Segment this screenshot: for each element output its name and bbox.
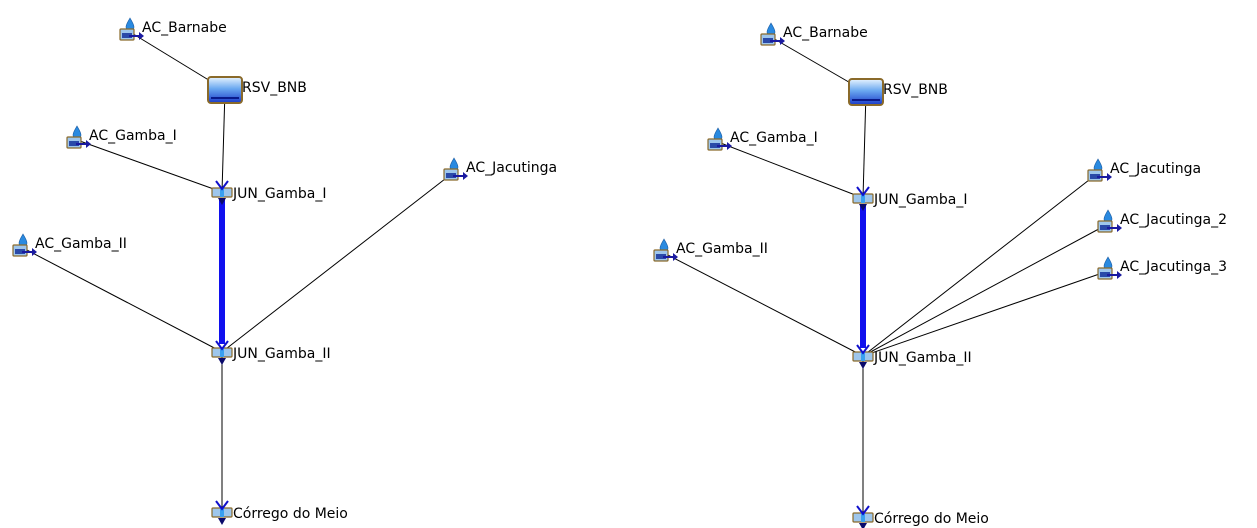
subbasin-icon	[12, 233, 37, 257]
node-label: AC_Jacutinga	[1110, 161, 1201, 177]
subbasin-icon	[66, 125, 91, 149]
connector-ac-gamba-ii-to-jun-gamba-ii[interactable]	[22, 247, 223, 353]
subbasin-icon	[653, 238, 678, 262]
junction-icon	[211, 500, 233, 525]
subbasin-icon	[1097, 209, 1122, 233]
node-label: JUN_Gamba_II	[232, 346, 331, 362]
node-rsv-bnb[interactable]: RSV_BNB	[207, 76, 307, 104]
subbasin-icon	[443, 157, 468, 181]
node-ac-jacutinga[interactable]: AC_Jacutinga	[443, 157, 557, 181]
node-rsv-bnb[interactable]: RSV_BNB	[848, 78, 948, 106]
subbasin-icon	[707, 127, 732, 151]
connector-ac-jacutinga-to-jun-gamba-ii[interactable]	[221, 171, 455, 353]
node-label: JUN_Gamba_I	[232, 186, 327, 202]
junction-icon	[852, 344, 874, 369]
subbasin-icon	[1097, 256, 1122, 280]
subbasin-icon	[760, 22, 785, 46]
subbasin-icon	[1087, 158, 1112, 182]
connector-rsv-bnb-to-jun-gamba-i[interactable]	[862, 91, 867, 199]
junction-icon	[211, 180, 233, 205]
junction-icon	[852, 505, 874, 528]
node-jun-gamba-i[interactable]: JUN_Gamba_I	[852, 186, 968, 211]
node-jun-gamba-i[interactable]: JUN_Gamba_I	[211, 180, 327, 205]
node-ac-jacutinga-2[interactable]: AC_Jacutinga_2	[1097, 209, 1227, 233]
node-label: Córrego do Meio	[874, 511, 989, 527]
node-label: AC_Gamba_I	[89, 128, 177, 144]
node-label: AC_Gamba_II	[35, 236, 127, 252]
node-label: AC_Gamba_I	[730, 130, 818, 146]
node-label: AC_Barnabe	[783, 25, 868, 41]
node-ac-gamba-i[interactable]: AC_Gamba_I	[707, 127, 818, 151]
node-ac-jacutinga-3[interactable]: AC_Jacutinga_3	[1097, 256, 1227, 280]
node-ac-gamba-ii[interactable]: AC_Gamba_II	[12, 233, 127, 257]
connector-ac-jacutinga-2-to-jun-gamba-ii[interactable]	[862, 223, 1109, 357]
node-ac-gamba-i[interactable]: AC_Gamba_I	[66, 125, 177, 149]
node-label: JUN_Gamba_II	[873, 350, 972, 366]
connector-ac-gamba-i-to-jun-gamba-i[interactable]	[717, 141, 864, 199]
node-jun-gamba-ii[interactable]: JUN_Gamba_II	[852, 344, 972, 369]
node-ac-gamba-ii[interactable]: AC_Gamba_II	[653, 238, 768, 262]
node-label: AC_Gamba_II	[676, 241, 768, 257]
junction-icon	[211, 340, 233, 365]
diagram-left-connections	[22, 31, 455, 512]
node-ac-jacutinga[interactable]: AC_Jacutinga	[1087, 158, 1201, 182]
connector-ac-gamba-i-to-jun-gamba-i[interactable]	[76, 139, 223, 193]
node-label: RSV_BNB	[883, 82, 948, 98]
node-corrego-do-meio[interactable]: Córrego do Meio	[852, 505, 989, 528]
connection-layer	[22, 31, 1109, 517]
diagram-right-connections	[663, 36, 1109, 517]
connector-rsv-bnb-to-jun-gamba-i[interactable]	[221, 89, 226, 193]
node-label: JUN_Gamba_I	[873, 192, 968, 208]
node-ac-barnabe[interactable]: AC_Barnabe	[119, 17, 227, 41]
node-label: AC_Barnabe	[142, 20, 227, 36]
connector-ac-gamba-ii-to-jun-gamba-ii[interactable]	[663, 252, 864, 357]
node-label: AC_Jacutinga_3	[1120, 259, 1227, 275]
node-ac-barnabe[interactable]: AC_Barnabe	[760, 22, 868, 46]
node-jun-gamba-ii[interactable]: JUN_Gamba_II	[211, 340, 331, 365]
connector-ac-jacutinga-to-jun-gamba-ii[interactable]	[862, 172, 1099, 357]
node-label: AC_Jacutinga	[466, 160, 557, 176]
node-label: AC_Jacutinga_2	[1120, 212, 1227, 228]
junction-icon	[852, 186, 874, 211]
connector-ac-jacutinga-3-to-jun-gamba-ii[interactable]	[862, 270, 1109, 357]
reservoir-icon	[207, 76, 243, 104]
node-label: RSV_BNB	[242, 80, 307, 96]
node-label: Córrego do Meio	[233, 506, 348, 522]
node-corrego-do-meio[interactable]: Córrego do Meio	[211, 500, 348, 525]
subbasin-icon	[119, 17, 144, 41]
reservoir-icon	[848, 78, 884, 106]
